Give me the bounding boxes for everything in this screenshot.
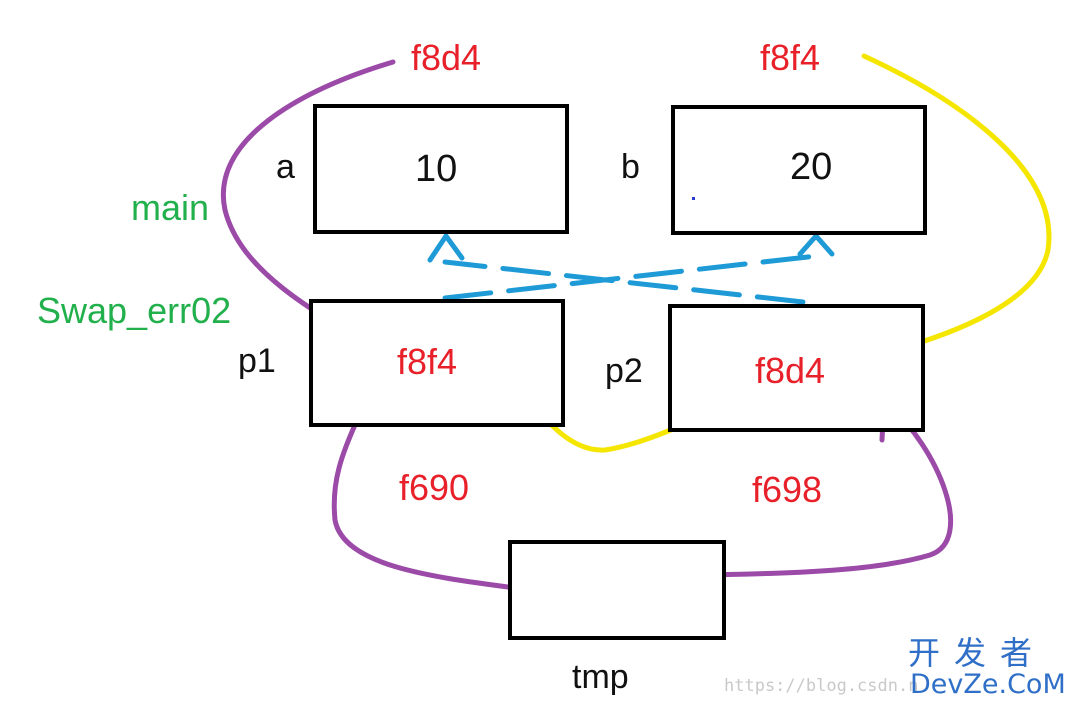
logo-en-text: DevZe.CoM [910, 669, 1066, 700]
box-tmp [508, 540, 726, 640]
p2-name-label: p2 [605, 352, 643, 390]
b-value: 20 [790, 146, 833, 188]
main-frame-label: main [131, 187, 210, 228]
p1-name-label: p1 [238, 342, 276, 380]
logo-cn-text: 开发者 [908, 634, 1047, 672]
box-p1 [309, 299, 565, 427]
p1-to-b-dashed-line [442, 253, 819, 301]
p2-to-a-dashed-line [442, 259, 806, 305]
stray-dot [692, 197, 695, 200]
tmp-name-label: tmp [572, 658, 629, 696]
box-p2 [668, 304, 925, 432]
swap-frame-label: Swap_err02 [37, 290, 232, 331]
box-b [671, 105, 927, 235]
box-a [313, 104, 569, 234]
p2-value: f8d4 [755, 350, 826, 391]
blue-dashed-arrows [427, 231, 835, 305]
p1-address-label: f690 [399, 467, 470, 508]
p1-to-tmp-curve [331, 395, 561, 597]
tmp-to-p2-curve [687, 399, 954, 578]
f8f4-to-p2-curve [861, 53, 1052, 361]
a-address-label: f8d4 [411, 37, 482, 78]
b-address-label: f8f4 [760, 37, 821, 78]
a-value: 10 [415, 148, 458, 190]
a-name-label: a [276, 148, 295, 186]
p1-value: f8f4 [397, 341, 458, 382]
devze-logo: 开发者 DevZe.CoM [908, 634, 1066, 701]
p2-address-label: f698 [752, 469, 823, 510]
watermark-url: https://blog.csdn.n [724, 676, 919, 696]
b-name-label: b [621, 148, 640, 186]
arrowhead-into-b [797, 232, 835, 257]
arrowhead-into-a [427, 231, 465, 263]
